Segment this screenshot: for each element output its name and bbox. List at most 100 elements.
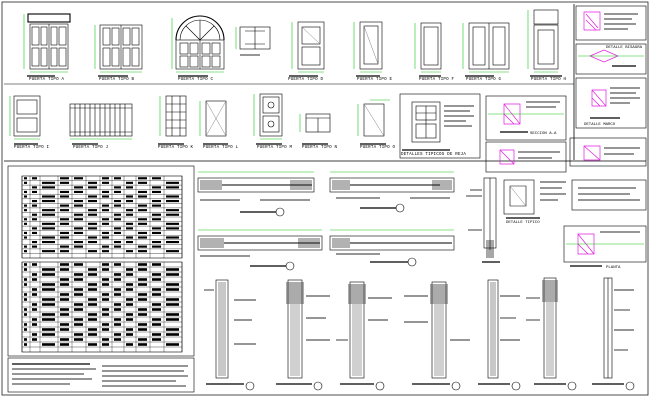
schedule-cell-text — [32, 227, 37, 230]
door-row-top: PUERTA TIPO A PUERTA TIPO B — [23, 9, 566, 82]
schedule-cell-text — [166, 181, 179, 184]
vertical-section-1 — [204, 279, 256, 391]
schedule-cell-text — [114, 231, 121, 235]
schedule-cell-text — [24, 293, 27, 296]
schedule-cell-text — [74, 177, 83, 180]
schedule-cell-text — [126, 236, 133, 239]
schedule-cell-text — [60, 278, 69, 281]
schedule-cell-text — [24, 195, 27, 198]
schedule-cell-text — [74, 303, 83, 306]
schedule-cell-text — [114, 227, 121, 230]
schedule-cell-text — [152, 338, 161, 341]
schedule-cell-text — [24, 181, 27, 184]
schedule-cell-text — [42, 195, 55, 198]
schedule-cell-text — [42, 313, 55, 316]
schedule-cell-text — [88, 318, 97, 321]
schedule-cell-text — [32, 323, 37, 326]
schedule-cell-text — [32, 218, 37, 221]
schedule-cell-text — [60, 298, 69, 301]
schedule-cell-text — [32, 308, 37, 311]
schedule-cell-text — [138, 222, 147, 225]
schedule-cell-text — [152, 199, 161, 203]
schedule-cell-text — [138, 293, 147, 296]
schedule-cell-text — [32, 303, 37, 306]
schedule-cell-text — [24, 177, 27, 180]
label-plan: PLANTA — [606, 266, 621, 270]
schedule-cell-text — [126, 209, 133, 212]
schedule-cell-text — [42, 303, 55, 306]
label-detalles-reja: DETALLES TIPICOS DE REJA — [401, 153, 466, 157]
schedule-cell-text — [114, 293, 121, 296]
schedule-cell-text — [138, 236, 147, 239]
label-door-e: PUERTA TIPO E — [357, 78, 393, 82]
schedule-cell-text — [88, 283, 97, 286]
schedule-cell-text — [60, 236, 69, 239]
schedule-cell-text — [152, 231, 161, 235]
schedule-cell-text — [114, 186, 121, 189]
vertical-section-5 — [478, 279, 521, 391]
schedule-cell-text — [138, 209, 147, 212]
schedule-cell-text — [166, 236, 179, 239]
schedule-cell-text — [114, 308, 121, 311]
schedule-cell-text — [42, 298, 55, 301]
schedule-cell-text — [60, 222, 69, 225]
schedule-cell-text — [102, 263, 109, 266]
schedule-cell-text — [152, 218, 161, 221]
schedule-cell-text — [42, 333, 55, 336]
schedule-cell-text — [114, 204, 121, 207]
schedule-cell-text — [126, 328, 133, 331]
schedule-cell-text — [88, 333, 97, 336]
schedule-cell-text — [152, 333, 161, 336]
schedule-cell-text — [24, 338, 27, 341]
schedule-cell-text — [42, 209, 55, 212]
schedule-cell-text — [88, 273, 97, 276]
schedule-cell-text — [60, 308, 69, 311]
schedule-cell-text — [102, 278, 109, 281]
schedule-cell-text — [152, 303, 161, 306]
schedule-cell-text — [60, 231, 69, 235]
schedule-cell-text — [24, 328, 27, 331]
schedule-cell-text — [102, 323, 109, 326]
door-elevation-m: PUERTA TIPO M — [253, 93, 293, 150]
schedule-cell-text — [102, 190, 109, 194]
schedule-cell-text — [74, 204, 83, 207]
label-door-f: PUERTA TIPO F — [419, 78, 455, 82]
schedule-cell-text — [166, 250, 179, 253]
label-door-m: PUERTA TIPO M — [257, 146, 293, 150]
schedule-cell-text — [42, 222, 55, 225]
schedule-cell-text — [32, 213, 37, 216]
label-door-d: PUERTA TIPO D — [288, 78, 324, 82]
schedule-cell-text — [138, 231, 147, 235]
door-elevation-b: PUERTA TIPO B — [94, 24, 143, 82]
label-door-c: PUERTA TIPO C — [178, 78, 214, 82]
schedule-cell-text — [24, 268, 27, 271]
schedule-cell-text — [126, 240, 133, 244]
schedule-cell-text — [32, 333, 37, 336]
schedule-cell-text — [138, 308, 147, 311]
schedule-cell-text — [42, 186, 55, 189]
schedule-cell-text — [114, 338, 121, 341]
schedule-cell-text — [152, 273, 161, 276]
label-door-o: PUERTA TIPO O — [360, 146, 396, 150]
schedule-cell-text — [152, 190, 161, 194]
schedule-cell-text — [102, 313, 109, 316]
schedule-cell-text — [74, 213, 83, 216]
vertical-section-7 — [592, 277, 635, 391]
schedule-cell-text — [138, 218, 147, 221]
schedule-cell-text — [126, 333, 133, 336]
schedule-cell-text — [42, 328, 55, 331]
schedule-cell-text — [32, 186, 37, 189]
schedule-cell-text — [102, 328, 109, 331]
schedule-cell-text — [32, 199, 37, 203]
schedule-cell-text — [152, 240, 161, 244]
schedule-cell-text — [88, 213, 97, 216]
schedule-cell-text — [60, 343, 69, 346]
schedule-cell-text — [126, 273, 133, 276]
schedule-cell-text — [60, 338, 69, 341]
schedule-cell-text — [74, 333, 83, 336]
schedule-cell-text — [152, 213, 161, 216]
schedule-cell-text — [60, 245, 69, 248]
vertical-section-3 — [336, 281, 392, 391]
schedule-cell-text — [32, 293, 37, 296]
